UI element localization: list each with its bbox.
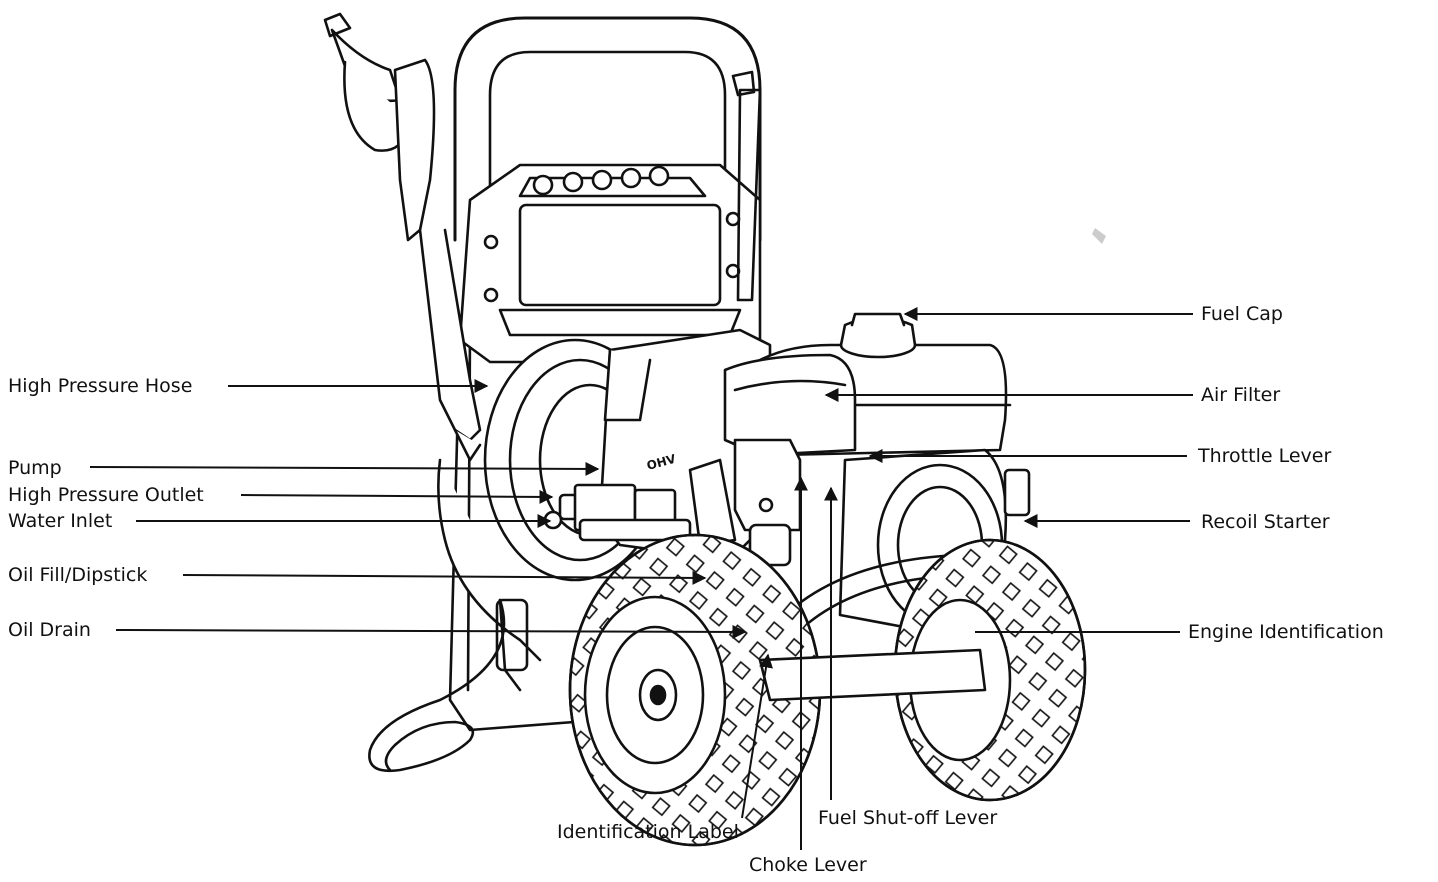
label-engine-identification: Engine Identification (1188, 621, 1384, 643)
label-recoil-starter: Recoil Starter (1201, 511, 1330, 533)
leader-oil-fill (182, 570, 707, 585)
chassis (758, 648, 987, 702)
label-choke-lever: Choke Lever (749, 854, 867, 876)
left-wheel (568, 533, 822, 847)
leader-oil-drain (115, 624, 747, 639)
control-panel (458, 163, 762, 364)
label-fuel-shutoff-lever: Fuel Shut-off Lever (818, 807, 998, 829)
air-filter-cover (723, 353, 857, 457)
spray-gun (323, 12, 482, 462)
pump-assembly (543, 458, 737, 547)
ground-hose (368, 598, 529, 773)
label-water-inlet: Water Inlet (8, 510, 113, 532)
label-oil-drain: Oil Drain (8, 619, 91, 641)
label-high-pressure-outlet: High Pressure Outlet (8, 484, 204, 506)
leader-identification-label (741, 653, 773, 819)
label-pump: Pump (8, 457, 62, 479)
label-oil-fill-dipstick: Oil Fill/Dipstick (8, 564, 148, 586)
stray-mark (1092, 228, 1106, 244)
right-wheel (893, 538, 1087, 802)
label-fuel-cap: Fuel Cap (1201, 303, 1283, 325)
leader-lines (89, 307, 1193, 850)
label-throttle-lever: Throttle Lever (1198, 445, 1332, 467)
fuel-cap-shape (839, 312, 917, 359)
wand (731, 70, 762, 302)
leader-high-pressure-outlet (240, 489, 554, 504)
leader-pump (89, 461, 600, 476)
label-identification-label: Identification Label (557, 821, 739, 843)
label-air-filter: Air Filter (1201, 384, 1281, 406)
label-high-pressure-hose: High Pressure Hose (8, 375, 193, 397)
